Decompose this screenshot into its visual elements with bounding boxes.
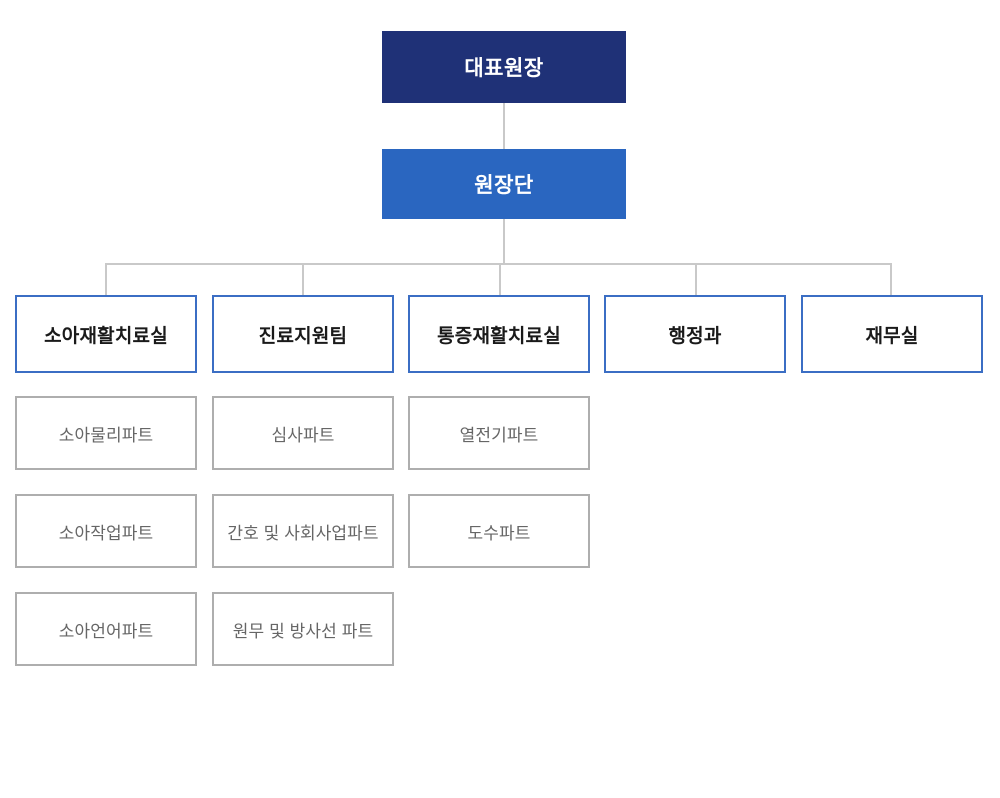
dept-box-haengjeonggwa[interactable]: 행정과 [604,295,786,373]
exec-box-label: 원장단 [474,174,534,197]
dept-box-jaemusil[interactable]: 재무실 [801,295,983,373]
connector-drop-dept-5 [890,263,892,295]
part-box-yeoljeongi[interactable]: 열전기파트 [408,396,590,470]
connector-exec2-to-bus [503,219,505,263]
dept-box-label: 행정과 [668,325,722,347]
dept-box-soa-jaehwal-chiryosil[interactable]: 소아재활치료실 [15,295,197,373]
part-box-label: 소아물리파트 [58,425,154,445]
exec-box-daepyowonjang[interactable]: 대표원장 [382,31,626,103]
part-box-dosu[interactable]: 도수파트 [408,494,590,568]
part-box-soa-eoneo[interactable]: 소아언어파트 [15,592,197,666]
dept-box-tongjeung-jaehwal-chiryosil[interactable]: 통증재활치료실 [408,295,590,373]
exec-box-wonjangdan[interactable]: 원장단 [382,149,626,219]
dept-box-label: 진료지원팀 [258,325,348,347]
part-box-label: 소아작업파트 [58,523,154,543]
connector-drop-dept-4 [695,263,697,295]
part-box-label: 간호 및 사회사업파트 [227,523,379,543]
exec-box-label: 대표원장 [464,57,544,80]
dept-box-label: 통증재활치료실 [437,325,561,347]
part-box-label: 소아언어파트 [58,621,154,641]
part-box-ganho-mit-sahoesaeop[interactable]: 간호 및 사회사업파트 [212,494,394,568]
connector-drop-dept-2 [302,263,304,295]
dept-box-label: 소아재활치료실 [44,325,168,347]
part-box-label: 도수파트 [467,523,531,543]
part-box-label: 심사파트 [271,425,335,445]
part-box-soa-jageop[interactable]: 소아작업파트 [15,494,197,568]
part-box-simsa[interactable]: 심사파트 [212,396,394,470]
dept-box-jinryo-jiwonteam[interactable]: 진료지원팀 [212,295,394,373]
part-box-label: 원무 및 방사선 파트 [232,621,374,641]
connector-drop-dept-3 [499,263,501,295]
connector-exec1-to-exec2 [503,103,505,149]
part-box-soa-mulli[interactable]: 소아물리파트 [15,396,197,470]
part-box-wonmu-mit-bangsaseon[interactable]: 원무 및 방사선 파트 [212,592,394,666]
connector-horizontal-bus [105,263,891,265]
dept-box-label: 재무실 [865,325,919,347]
part-box-label: 열전기파트 [459,425,539,445]
connector-drop-dept-1 [105,263,107,295]
